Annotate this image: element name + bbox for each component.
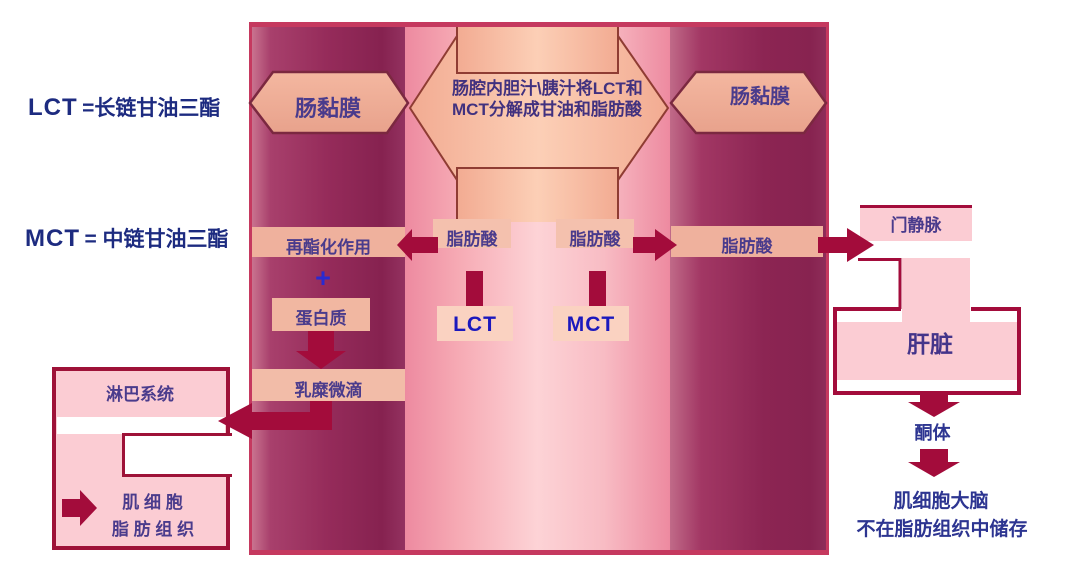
lymph-box-notch-border [122,433,232,477]
mct-expansion: = 中链甘油三酯 [84,228,229,251]
reesterification-band [252,227,405,257]
ketone-bodies-label: 酮体 [914,423,951,443]
arrow-fatty-acid-to-right-mucosa [633,229,677,261]
mct-box [553,306,629,341]
reesterification-label: 再酯化作用 [286,238,371,257]
arrow-fatty-acid-to-reesterification [397,229,438,261]
fatty-acid-right-label: 脂肪酸 [569,230,621,249]
lct-definition: LCT =长链甘油三酯 [28,92,220,122]
connector-border [858,258,902,309]
muscle-cell-label: 肌 细 胞 [122,493,183,512]
liver-box-border [833,307,1021,395]
arrow-ketone-to-destination [908,449,960,477]
arrow-protein-to-chylomicron [296,331,346,369]
right-fatty-acid-band [671,226,823,257]
mct-term: MCT [25,225,80,252]
lct-expansion: =长链甘油三酯 [82,97,221,120]
lumen-callout-neck-top [457,27,618,74]
lymph-system-label: 淋巴系统 [106,385,174,404]
adipose-tissue-label: 脂 肪 组 织 [111,520,195,539]
left-mucosa-hexagon [248,70,410,135]
fatty-acid-left-box [433,219,511,248]
mct-connector-stub [589,271,606,311]
arrow-to-portal-vein [818,228,874,262]
lct-connector-stub [466,271,483,311]
lct-term: LCT [28,94,78,121]
fatty-acid-left-label: 脂肪酸 [446,230,498,249]
protein-label: 蛋白质 [295,309,347,328]
storage-note-label: 不在脂肪组织中储存 [856,519,1028,540]
arrow-liver-to-ketone [908,395,960,417]
left-mucosa-label: 肠黏膜 [294,96,361,121]
liver-box-fill [836,322,1018,380]
arrow-chylomicron-to-lymph [218,401,332,439]
chylomicron-band [252,369,405,401]
portal-vein-box [860,205,972,241]
lymph-box-notch [122,433,232,477]
arrow-lymph-to-tissues [62,490,97,526]
chylomicron-label: 乳糜微滴 [294,381,363,400]
right-fatty-acid-label: 脂肪酸 [721,237,773,256]
liver-label: 肝脏 [907,331,953,357]
protein-box [272,298,370,331]
lct-box [437,306,513,341]
lumen-callout-neck-bottom [457,168,618,222]
right-mucosa-hexagon [669,70,828,135]
bile-breakdown-note: 肠腔内胆汁\胰汁将LCT和MCT分解成甘油和脂肪酸 [452,79,643,119]
portal-vein-label: 门静脉 [890,216,942,235]
mct-definition: MCT = 中链甘油三酯 [25,223,229,253]
fatty-acid-right-box [556,219,634,248]
lymph-box-white-band [57,417,225,434]
right-mucosa-label: 肠黏膜 [730,86,790,108]
lumen-callout-neck-outline [456,27,619,222]
destination-label: 肌细胞大脑 [893,491,989,512]
mct-label: MCT [566,313,616,336]
lct-label: LCT [453,313,497,336]
plus-sign: + [315,263,331,293]
